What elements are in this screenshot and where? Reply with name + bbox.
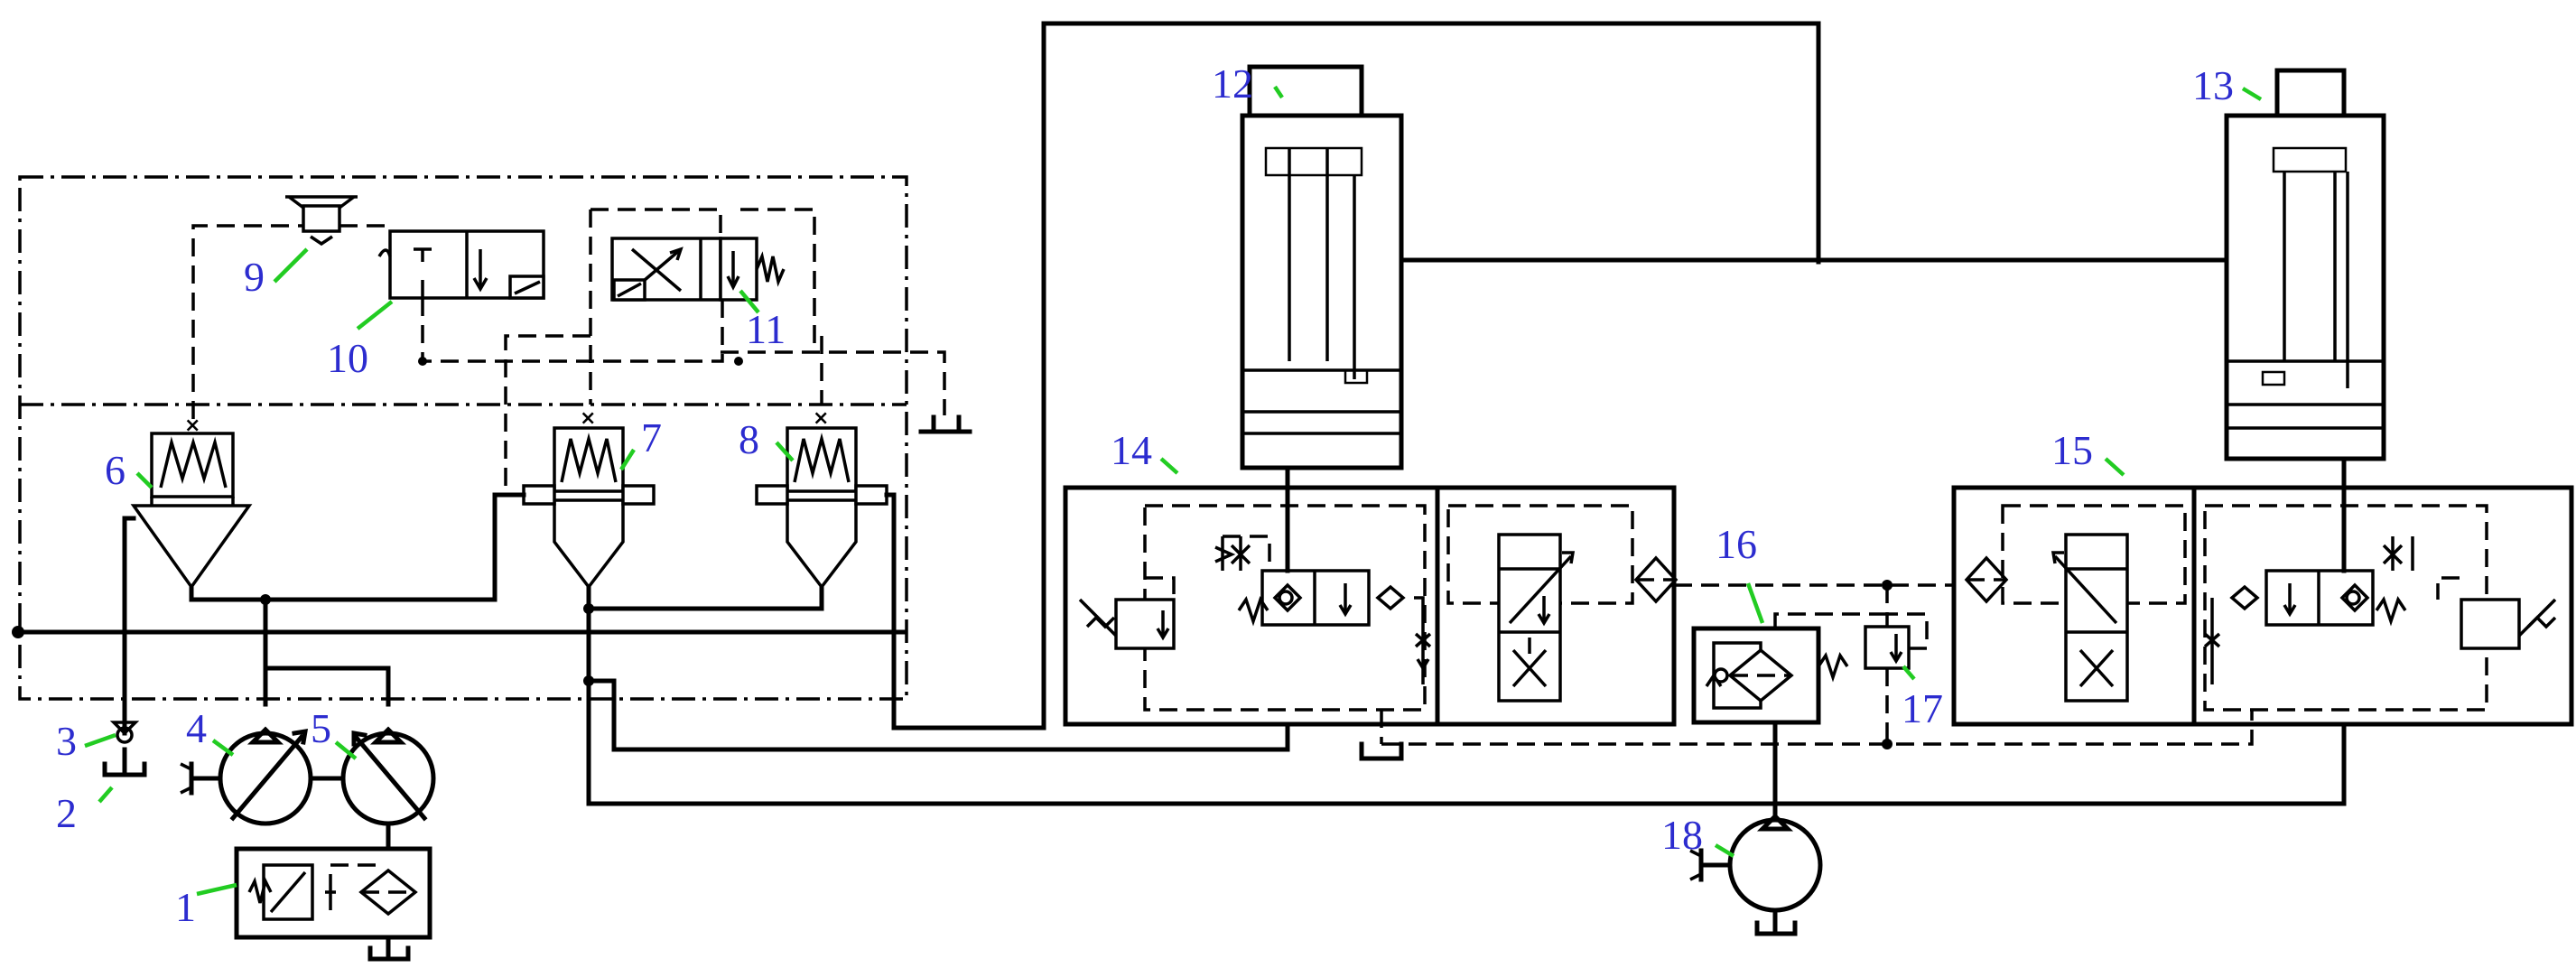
label-1: 1 <box>175 884 196 930</box>
pilot-valve-9 <box>285 195 358 247</box>
valve-block-15 <box>1951 485 2574 727</box>
label-14: 14 <box>1111 427 1152 473</box>
filter-unit-1 <box>234 846 432 962</box>
relief-valve-17 <box>1864 612 1929 670</box>
tank-2 <box>102 747 147 777</box>
label-16: 16 <box>1716 521 1757 567</box>
valve-6: × <box>130 414 253 591</box>
left-block-frame <box>18 175 908 701</box>
label-8: 8 <box>739 416 759 462</box>
label-10: 10 <box>327 335 368 381</box>
svg-text:×: × <box>184 414 200 437</box>
label-6: 6 <box>105 447 126 493</box>
label-7: 7 <box>641 414 662 461</box>
label-3: 3 <box>56 718 77 764</box>
label-12: 12 <box>1212 60 1253 107</box>
cylinder-13 <box>2224 68 2386 490</box>
leader-lines <box>84 85 2263 897</box>
component-labels: 1 2 3 4 5 6 7 8 9 10 11 12 13 14 15 16 1… <box>56 60 2234 930</box>
pump-5 <box>308 726 436 852</box>
valve-8: × <box>755 407 888 590</box>
label-11: 11 <box>746 306 786 352</box>
pilot-lines-upper <box>191 208 972 495</box>
svg-text:×: × <box>580 407 596 430</box>
valve-7: × <box>522 407 656 590</box>
return-lines-center <box>1381 580 2254 749</box>
label-17: 17 <box>1902 685 1943 731</box>
cylinder-12 <box>1240 64 1404 490</box>
valve-11 <box>610 237 786 302</box>
label-13: 13 <box>2192 62 2234 108</box>
check-valve-3 <box>109 721 140 744</box>
label-4: 4 <box>186 705 207 751</box>
valve-block-14 <box>1063 485 1679 761</box>
valve-10 <box>377 229 545 300</box>
label-15: 15 <box>2051 427 2093 473</box>
label-5: 5 <box>311 705 331 751</box>
pump-18 <box>1689 813 1823 936</box>
label-9: 9 <box>244 254 265 300</box>
label-2: 2 <box>56 790 77 836</box>
svg-text:×: × <box>813 407 829 430</box>
label-18: 18 <box>1661 812 1703 858</box>
filter-unit-16 <box>1691 612 1887 823</box>
